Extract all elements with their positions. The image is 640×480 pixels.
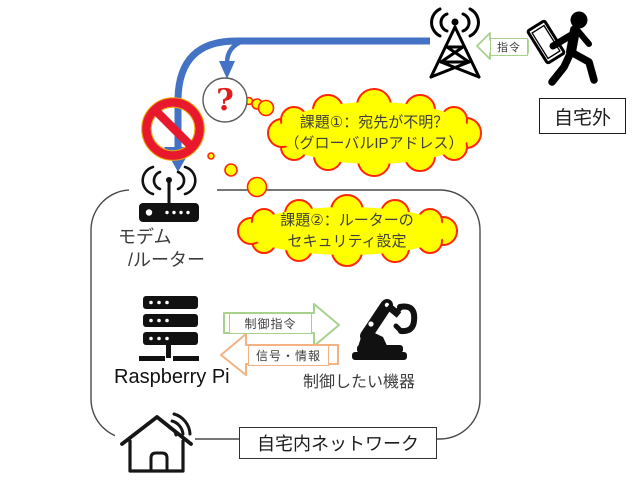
control-command-label: 制御指令 <box>229 313 312 334</box>
command-arrow-label: 指令 <box>490 38 528 56</box>
no-entry-icon <box>141 97 205 161</box>
modem-label: モデム /ルーター <box>118 226 205 272</box>
issue2-line2: セキュリティ設定 <box>287 233 407 250</box>
server-stack-icon <box>139 296 199 361</box>
issue1-line1: 課題①：宛先が不明？ <box>299 114 449 131</box>
issue2-line1: 課題②：ルーターの <box>280 212 414 229</box>
question-mark: ? <box>216 82 234 118</box>
issue1-callout-text: 課題①：宛先が不明？ （グローバルIPアドレス） <box>274 110 474 156</box>
tablet-icon <box>526 19 566 65</box>
issue1-cloud <box>267 88 482 177</box>
raspberry-pi-label: Raspberry Pi <box>114 366 230 388</box>
device-label: 制御したい機器 <box>302 374 415 391</box>
outside-home-label: 自宅外 <box>539 98 626 134</box>
wifi-router-icon <box>139 165 199 222</box>
thought-trail-1 <box>244 96 275 117</box>
issue1-line2: （グローバルIPアドレス） <box>284 135 464 152</box>
modem-label-line1: モデム <box>118 227 172 247</box>
cell-tower-icon <box>429 7 481 79</box>
home-network-label: 自宅内ネットワーク <box>239 427 437 459</box>
question-circle-icon <box>202 77 248 123</box>
robot-arm-icon <box>352 299 418 360</box>
issue2-cloud <box>237 194 458 267</box>
walking-person-icon <box>548 11 598 86</box>
issue2-callout-text: 課題②：ルーターの セキュリティ設定 <box>252 209 442 253</box>
modem-label-line2: /ルーター <box>128 250 206 270</box>
thought-trail-2 <box>207 152 268 198</box>
home-wifi-icon <box>120 412 193 473</box>
signal-info-label: 信号・情報 <box>248 345 329 366</box>
